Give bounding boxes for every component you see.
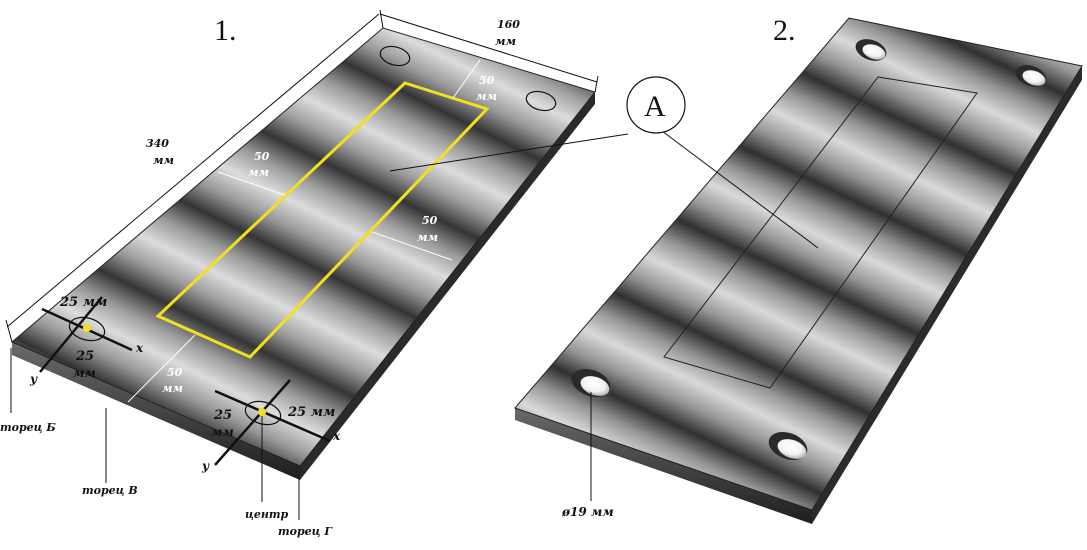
axis-x-right-label: x	[332, 429, 341, 443]
hole-diameter-label: ø19 мм	[561, 505, 614, 519]
hole-left-y-value: 25	[75, 349, 94, 364]
figure-2: 2. ø19 мм	[514, 14, 1083, 524]
hole-right-y-unit: мм	[211, 425, 234, 439]
hole-left-y-unit: мм	[73, 366, 96, 380]
figure-2-number: 2.	[773, 14, 796, 47]
dim-length-line	[6, 13, 380, 328]
axis-y-left	[39, 296, 103, 373]
offset-top-value: 50	[479, 74, 495, 87]
length-unit: мм	[153, 154, 174, 167]
callout-a-label: A	[644, 90, 666, 123]
dim-width-ext-right	[594, 75, 599, 93]
dim-width-ext-left	[379, 9, 384, 29]
dim-offset-bottom-line	[127, 334, 196, 403]
hole-left-x-offset: 25 мм	[59, 295, 107, 310]
callout-leader-1	[389, 133, 629, 172]
plate2-right-edge	[812, 66, 1082, 524]
offset-bottom-unit: мм	[162, 382, 183, 395]
plate2-top	[514, 17, 1083, 511]
plate1-hole-bottom-left	[68, 316, 106, 342]
center-label: центр	[245, 508, 288, 521]
offset-left-value: 50	[254, 150, 270, 163]
offset-left-unit: мм	[248, 166, 269, 179]
callout-leader-2	[661, 130, 819, 249]
offset-right-unit: мм	[417, 231, 438, 244]
dim-length-ext	[5, 319, 13, 343]
face-g-label: торец Г	[278, 525, 333, 538]
axis-y-right	[214, 379, 291, 466]
plate2-hole-top-left	[855, 39, 887, 61]
axis-y-right-label: y	[201, 459, 210, 473]
callout-a: A	[626, 76, 686, 134]
plate2-front-edge	[515, 408, 812, 524]
center-dot-right	[258, 408, 266, 416]
hole-right-x-offset: 25 мм	[287, 405, 335, 420]
axis-y-left-label: y	[29, 372, 38, 386]
plate2-hole-bottom-left	[571, 368, 611, 398]
figure-1-number: 1.	[214, 14, 237, 47]
dim-offset-top-line	[452, 59, 481, 99]
axis-x-left-label: x	[135, 341, 144, 355]
offset-top-unit: мм	[476, 90, 497, 103]
working-zone-outline	[155, 81, 490, 359]
dim-offset-right-line	[371, 231, 453, 261]
offset-bottom-value: 50	[167, 366, 183, 379]
figure-1: 1. 160 мм 340 мм 50 мм 50 мм 50 мм 50 мм…	[0, 9, 629, 538]
length-value: 340	[146, 137, 169, 150]
dim-offset-left-line	[217, 171, 286, 196]
dim-width-line	[379, 13, 598, 83]
plate1-hole-bottom-right	[244, 400, 282, 426]
plate2-hole-bottom-right	[768, 431, 808, 461]
center-dot-left	[83, 324, 91, 332]
plate1-hole-top-left	[379, 45, 411, 67]
plate1-front-edge	[12, 342, 300, 480]
offset-right-value: 50	[422, 214, 438, 227]
plate1-top	[11, 27, 596, 467]
plate1-right-edge	[300, 92, 595, 480]
axis-x-right	[214, 389, 331, 443]
plate1-hole-top-right	[525, 90, 557, 112]
width-unit: мм	[495, 35, 516, 48]
plate2-hole-top-right	[1015, 65, 1047, 87]
hole-right-y-value: 25	[213, 408, 232, 423]
face-v-label: торец В	[82, 484, 138, 497]
width-value: 160	[497, 18, 520, 31]
face-b-label: торец Б	[0, 421, 56, 434]
engraved-zone	[663, 76, 978, 389]
